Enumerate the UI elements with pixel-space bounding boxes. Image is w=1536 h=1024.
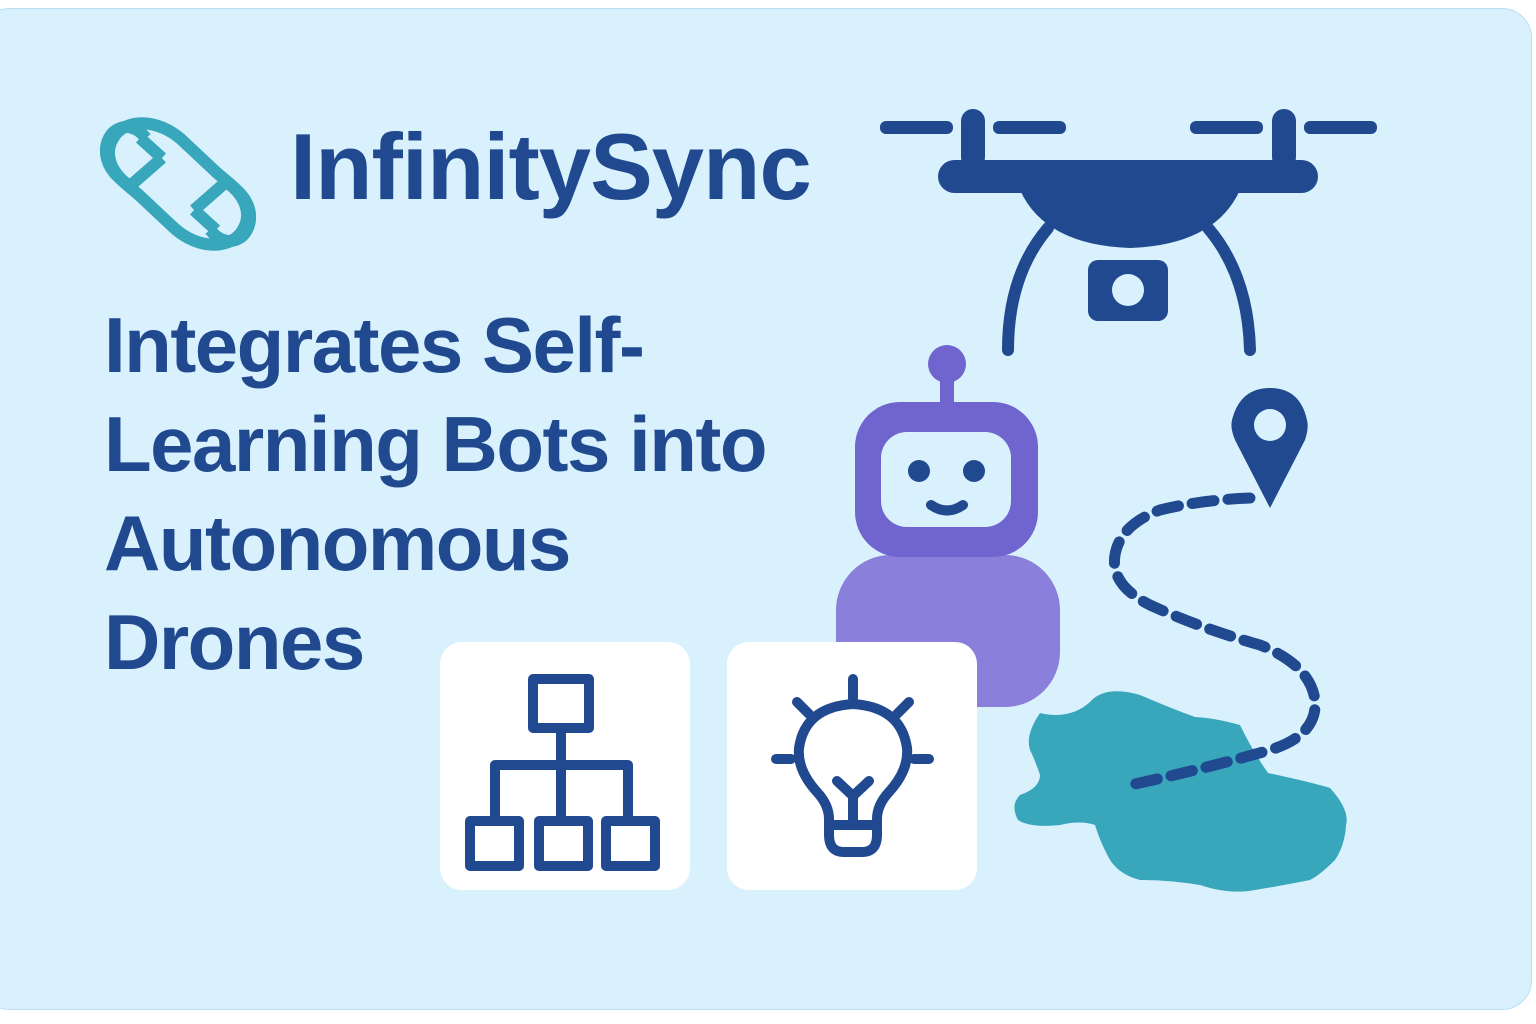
hierarchy-icon bbox=[465, 674, 660, 871]
headline: Integrates Self- Learning Bots into Auto… bbox=[104, 296, 864, 692]
brand-wordmark: InfinitySync bbox=[290, 114, 812, 219]
route-map-illustration bbox=[1014, 388, 1347, 892]
infinity-knot-icon bbox=[100, 117, 256, 251]
headline-line-1: Integrates Self- bbox=[104, 301, 645, 389]
hierarchy-tile bbox=[440, 642, 690, 890]
location-pin-icon bbox=[1231, 388, 1308, 508]
terrain-blob bbox=[1014, 691, 1347, 892]
dashed-route-path bbox=[1108, 492, 1321, 791]
headline-line-4: Drones bbox=[104, 598, 365, 686]
headline-line-2: Learning Bots into bbox=[104, 400, 767, 488]
lightbulb-tile bbox=[727, 642, 977, 890]
lightbulb-icon bbox=[771, 674, 934, 857]
headline-line-3: Autonomous bbox=[104, 499, 571, 587]
drone-icon bbox=[880, 109, 1377, 356]
